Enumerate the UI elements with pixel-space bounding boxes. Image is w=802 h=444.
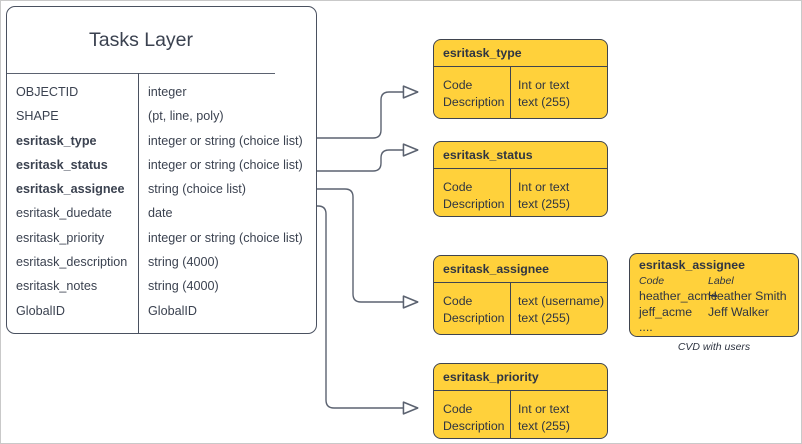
- domain-column-divider: [510, 283, 511, 334]
- domain-left-column: Code Description: [443, 402, 505, 433]
- domain-right-column: Int or text text (255): [518, 180, 570, 211]
- table-row: esritask_assignee string (choice list): [7, 182, 318, 206]
- field-name: SHAPE: [16, 109, 59, 124]
- page-title: Tasks Layer: [7, 7, 275, 74]
- table-row: esritask_description string (4000): [7, 255, 318, 279]
- table-row: GlobalID GlobalID: [7, 304, 318, 328]
- table-row: OBJECTID integer: [7, 85, 318, 109]
- table-row: esritask_priority integer or string (cho…: [7, 231, 318, 255]
- entity-column-divider: [138, 73, 139, 333]
- cvd-code: heather_acme: [639, 289, 718, 303]
- field-type: integer or string (choice list): [148, 133, 303, 148]
- cvd-ellipsis: ....: [639, 320, 653, 334]
- entity-field-list: OBJECTID integer SHAPE (pt, line, poly) …: [7, 85, 318, 328]
- field-name: esritask_assignee: [16, 182, 125, 197]
- domain-title: esritask_status: [434, 142, 607, 169]
- domain-column-divider: [510, 67, 511, 118]
- domain-column-divider: [510, 391, 511, 438]
- field-name: GlobalID: [16, 303, 65, 318]
- cvd-title: esritask_assignee: [639, 258, 745, 272]
- field-name: esritask_notes: [16, 279, 98, 294]
- cvd-label: Heather Smith: [708, 289, 787, 303]
- domain-box-esritask-status: esritask_status Code Description Int or …: [433, 141, 608, 217]
- domain-box-esritask-type: esritask_type Code Description Int or te…: [433, 39, 608, 119]
- domain-left-column: Code Description: [443, 180, 505, 211]
- table-row: SHAPE (pt, line, poly): [7, 109, 318, 133]
- cvd-label: Jeff Walker: [708, 305, 769, 319]
- domain-box-esritask-assignee: esritask_assignee Code Description text …: [433, 255, 608, 335]
- field-name: esritask_duedate: [16, 206, 112, 221]
- connector-type: [317, 85, 419, 139]
- domain-left-column: Code Description: [443, 78, 505, 109]
- domain-right-column: text (username) text (255): [518, 294, 605, 325]
- table-row: esritask_duedate date: [7, 206, 318, 230]
- field-type: integer or string (choice list): [148, 230, 303, 245]
- domain-right-column: Int or text text (255): [518, 402, 570, 433]
- field-name: esritask_type: [16, 133, 97, 148]
- cvd-sample-box: esritask_assignee Code Label heather_acm…: [629, 253, 799, 337]
- connector-assignee: [317, 188, 419, 309]
- field-type: date: [148, 206, 173, 221]
- tasks-layer-entity: Tasks Layer OBJECTID integer SHAPE (pt, …: [6, 6, 317, 334]
- field-type: (pt, line, poly): [148, 109, 224, 124]
- domain-column-divider: [510, 169, 511, 216]
- domain-title: esritask_assignee: [434, 256, 607, 283]
- domain-title: esritask_type: [434, 40, 607, 67]
- table-row: esritask_type integer or string (choice …: [7, 134, 318, 158]
- domain-title: esritask_priority: [434, 364, 607, 391]
- connector-status: [317, 143, 419, 172]
- field-type: GlobalID: [148, 303, 197, 318]
- field-name: esritask_status: [16, 157, 108, 172]
- cvd-header-code: Code: [639, 275, 665, 287]
- field-name: esritask_description: [16, 255, 128, 270]
- field-name: OBJECTID: [16, 85, 79, 99]
- table-row: esritask_notes string (4000): [7, 279, 318, 303]
- cvd-caption: CVD with users: [677, 341, 751, 353]
- domain-right-column: Int or text text (255): [518, 78, 570, 109]
- field-type: string (4000): [148, 279, 219, 294]
- field-type: integer: [148, 85, 187, 99]
- cvd-code: jeff_acme: [639, 305, 693, 319]
- connector-priority: [317, 205, 419, 415]
- field-type: integer or string (choice list): [148, 157, 303, 172]
- table-row: esritask_status integer or string (choic…: [7, 158, 318, 182]
- domain-box-esritask-priority: esritask_priority Code Description Int o…: [433, 363, 608, 439]
- cvd-header-label: Label: [708, 275, 734, 287]
- field-type: string (4000): [148, 255, 219, 270]
- field-name: esritask_priority: [16, 230, 105, 245]
- field-type: string (choice list): [148, 182, 246, 197]
- domain-left-column: Code Description: [443, 294, 505, 325]
